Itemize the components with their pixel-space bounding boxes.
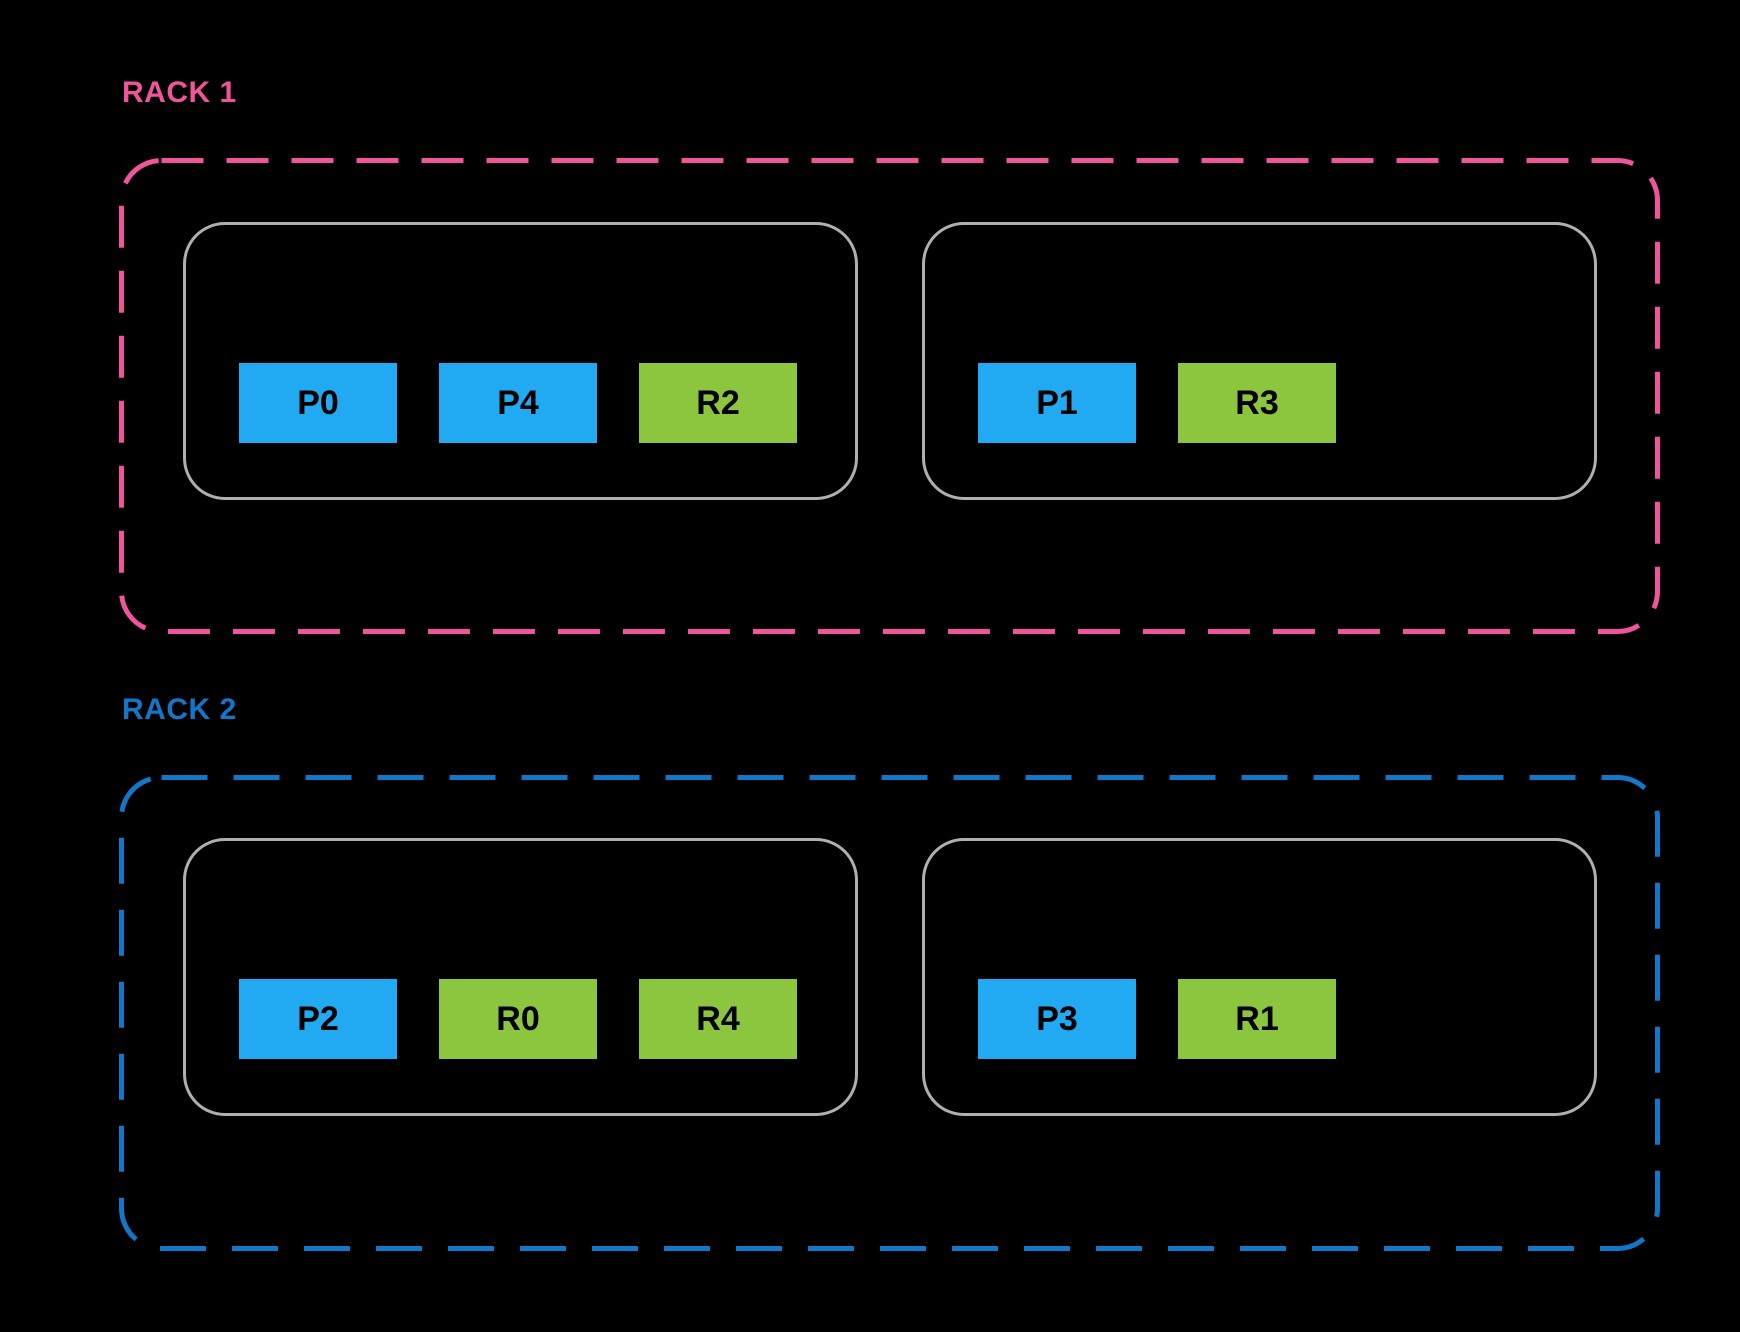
- rack-1-host-1: P0 P4 R2: [183, 222, 858, 500]
- rack-1-host-2: P1 R3: [922, 222, 1597, 500]
- shard-r3: R3: [1178, 363, 1336, 443]
- rack-1-host-2-shard-row: P1 R3: [978, 363, 1336, 443]
- shard-p3: P3: [978, 979, 1136, 1059]
- shard-p3-label: P3: [1036, 999, 1078, 1038]
- rack-2-host-2: P3 R1: [922, 838, 1597, 1116]
- rack-2-dashed-boundary: [119, 775, 1660, 1251]
- shard-r3-label: R3: [1235, 383, 1279, 422]
- rack-1-dashed-boundary: [119, 158, 1660, 634]
- shard-r2-label: R2: [696, 383, 740, 422]
- shard-r4: R4: [639, 979, 797, 1059]
- rack-2-host-1: P2 R0 R4: [183, 838, 858, 1116]
- shard-p1: P1: [978, 363, 1136, 443]
- shard-r1: R1: [1178, 979, 1336, 1059]
- rack-2-label: RACK 2: [122, 693, 237, 726]
- shard-p4: P4: [439, 363, 597, 443]
- shard-r0-label: R0: [496, 999, 540, 1038]
- shard-p0: P0: [239, 363, 397, 443]
- rack-1-host-1-shard-row: P0 P4 R2: [239, 363, 797, 443]
- shard-r4-label: R4: [696, 999, 740, 1038]
- rack-2-host-1-shard-row: P2 R0 R4: [239, 979, 797, 1059]
- shard-r0: R0: [439, 979, 597, 1059]
- shard-p2: P2: [239, 979, 397, 1059]
- shard-p0-label: P0: [297, 383, 339, 422]
- rack-2-host-2-shard-row: P3 R1: [978, 979, 1336, 1059]
- shard-p4-label: P4: [497, 383, 539, 422]
- shard-r2: R2: [639, 363, 797, 443]
- shard-p2-label: P2: [297, 999, 339, 1038]
- shard-r1-label: R1: [1235, 999, 1279, 1038]
- rack-1-label: RACK 1: [122, 76, 237, 109]
- shard-p1-label: P1: [1036, 383, 1078, 422]
